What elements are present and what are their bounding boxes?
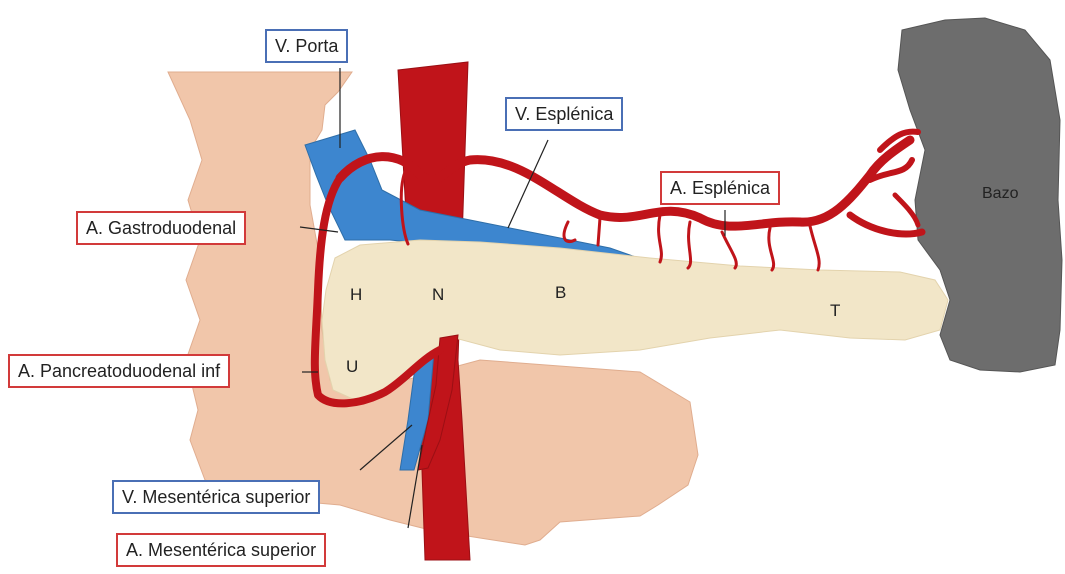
label-v-esplenica: V. Esplénica — [505, 97, 623, 131]
label-a-mesenterica-superior-text: A. Mesentérica superior — [126, 540, 316, 560]
region-body: B — [555, 283, 566, 302]
label-v-porta-text: V. Porta — [275, 36, 338, 56]
label-a-gastroduodenal: A. Gastroduodenal — [76, 211, 246, 245]
spleen-label: Bazo — [982, 185, 1019, 202]
region-uncinate: U — [346, 357, 358, 376]
label-a-mesenterica-superior: A. Mesentérica superior — [116, 533, 326, 567]
region-head: H — [350, 285, 362, 304]
label-a-gastroduodenal-text: A. Gastroduodenal — [86, 218, 236, 238]
label-a-esplenica-text: A. Esplénica — [670, 178, 770, 198]
label-v-esplenica-text: V. Esplénica — [515, 104, 613, 124]
label-v-mesenterica-superior: V. Mesentérica superior — [112, 480, 320, 514]
region-neck: N — [432, 285, 444, 304]
label-v-porta: V. Porta — [265, 29, 348, 63]
region-tail: T — [830, 301, 840, 320]
label-a-pancreatoduodenal-inf-text: A. Pancreatoduodenal inf — [18, 361, 220, 381]
label-v-mesenterica-superior-text: V. Mesentérica superior — [122, 487, 310, 507]
label-a-esplenica: A. Esplénica — [660, 171, 780, 205]
label-a-pancreatoduodenal-inf: A. Pancreatoduodenal inf — [8, 354, 230, 388]
